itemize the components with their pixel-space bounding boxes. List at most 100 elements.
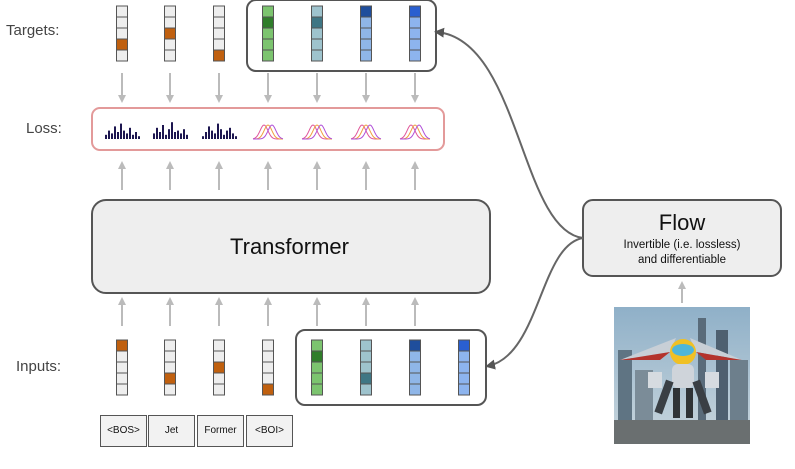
target-cell — [311, 5, 323, 18]
loss-histogram-bar — [108, 130, 110, 139]
input-cell — [311, 383, 323, 396]
flow-subtitle-line1: Invertible (i.e. lossless) — [623, 239, 741, 251]
transformer-box — [91, 199, 491, 294]
loss-histogram-bar — [232, 133, 234, 139]
loss-histogram-bar — [156, 127, 158, 139]
input-cell — [409, 339, 421, 352]
loss-gaussian-curve — [302, 124, 333, 140]
input-cell — [262, 350, 274, 363]
loss-histogram-bar — [217, 123, 219, 139]
target-cell — [409, 27, 421, 40]
target-cell — [262, 38, 274, 51]
input-cell — [164, 339, 176, 352]
target-cell — [164, 5, 176, 18]
flow-to-targets-arrow — [434, 27, 584, 239]
input-cell — [458, 383, 470, 396]
target-cell — [213, 49, 225, 62]
loss-label: Loss: — [26, 120, 62, 137]
loss-gaussian-curve — [301, 124, 332, 140]
loss-histogram-bar — [126, 133, 128, 139]
input-cell — [409, 361, 421, 374]
loss-gaussian-curve — [399, 124, 431, 140]
input-cell — [164, 383, 176, 396]
flow-title: Flow — [658, 210, 706, 235]
loss-histogram-bar — [168, 129, 170, 139]
loss-histogram-bar — [208, 126, 210, 139]
target-cell — [360, 27, 372, 40]
token-box: <BOI> — [246, 415, 293, 447]
target-cell — [409, 38, 421, 51]
input-cell — [116, 361, 128, 374]
loss-histogram-bar — [226, 130, 228, 139]
target-cell — [360, 38, 372, 51]
input-cell — [360, 372, 372, 385]
loss-histogram-bar — [165, 134, 167, 139]
targets-group-box — [246, 0, 437, 72]
input-cell — [213, 339, 225, 352]
target-cell — [213, 27, 225, 40]
target-cell — [116, 5, 128, 18]
target-cell — [164, 49, 176, 62]
target-cell — [262, 27, 274, 40]
loss-gaussian-curve — [252, 124, 284, 140]
loss-gaussian-curve — [253, 124, 284, 140]
loss-histogram-bar — [174, 132, 176, 139]
loss-histogram-bar — [171, 122, 173, 139]
loss-gaussian-curve — [301, 124, 333, 140]
inputs-group-box — [295, 329, 487, 406]
input-cell — [311, 372, 323, 385]
loss-histogram-bar — [235, 136, 237, 139]
target-cell — [360, 5, 372, 18]
robot-image — [614, 307, 750, 444]
loss-histogram-bar — [153, 133, 155, 139]
loss-histogram-bar — [177, 130, 179, 139]
input-cell — [458, 339, 470, 352]
input-cell — [262, 383, 274, 396]
loss-histogram-bar — [132, 134, 134, 139]
target-cell — [262, 5, 274, 18]
target-cell — [311, 38, 323, 51]
target-cell — [116, 49, 128, 62]
loss-histogram-bar — [183, 129, 185, 139]
input-cell — [213, 350, 225, 363]
loss-histogram-bar — [186, 134, 188, 139]
input-cell — [164, 350, 176, 363]
target-cell — [262, 49, 274, 62]
target-cell — [262, 16, 274, 29]
loss-histogram-bar — [211, 130, 213, 139]
loss-gaussian-curve — [399, 124, 430, 140]
input-cell — [409, 383, 421, 396]
input-cell — [360, 339, 372, 352]
input-cell — [116, 339, 128, 352]
input-cell — [116, 372, 128, 385]
loss-histogram-bar — [120, 123, 122, 139]
input-cell — [262, 372, 274, 385]
target-cell — [116, 16, 128, 29]
target-cell — [360, 49, 372, 62]
loss-histogram-bar — [117, 132, 119, 139]
input-cell — [116, 383, 128, 396]
flow-subtitle-line2: and differentiable — [637, 254, 727, 266]
target-cell — [213, 38, 225, 51]
input-cell — [164, 372, 176, 385]
targets-label: Targets: — [6, 22, 60, 39]
input-cell — [360, 361, 372, 374]
transformer-label: Transformer — [230, 234, 349, 259]
input-cell — [311, 339, 323, 352]
loss-histogram-bar — [162, 125, 164, 139]
target-cell — [409, 49, 421, 62]
input-cell — [409, 350, 421, 363]
target-cell — [164, 16, 176, 29]
loss-histogram-bar — [223, 134, 225, 139]
token-box: Former — [197, 415, 244, 447]
target-cell — [164, 38, 176, 51]
loss-histogram-bar — [229, 127, 231, 139]
token-box: Jet — [148, 415, 195, 447]
input-cell — [458, 361, 470, 374]
input-cell — [213, 372, 225, 385]
loss-histogram-bar — [135, 132, 137, 139]
input-cell — [262, 361, 274, 374]
input-cell — [458, 372, 470, 385]
loss-gaussian-curve — [350, 124, 381, 140]
